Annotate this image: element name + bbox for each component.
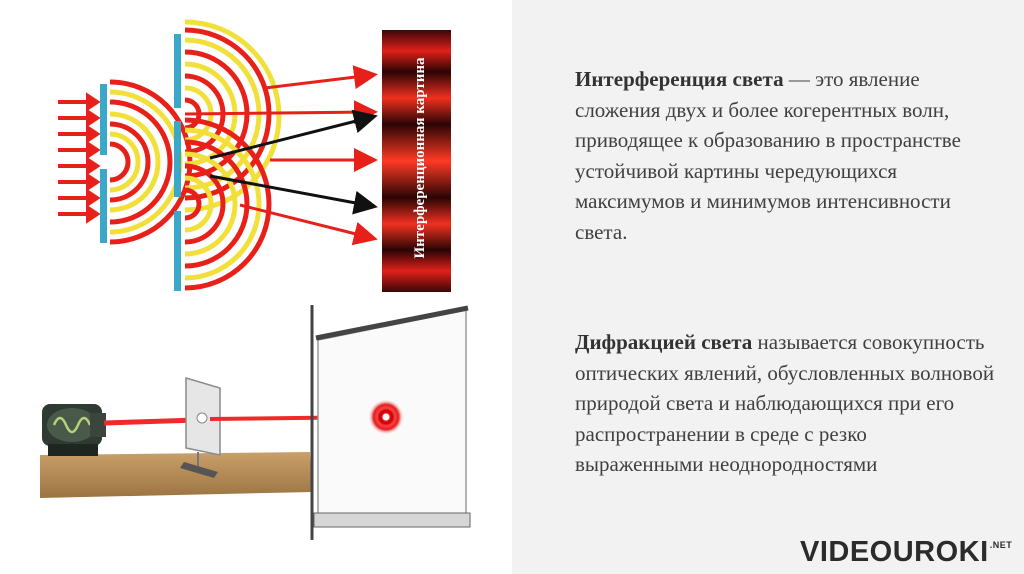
interference-screen-label: Интерференционная картина [412,57,428,259]
incoming-light-arrows [58,92,101,224]
logo-main: VIDEOUROKI [800,536,989,568]
text-panel [512,0,1024,574]
diffraction-figure [40,305,471,540]
interference-definition: Интерференция света — это явление сложен… [575,64,995,247]
diffraction-definition: Дифракцией света называется совокупность… [575,327,995,480]
projection-screen [310,305,471,540]
double-slit-barrier [174,34,181,291]
interference-screen: Интерференционная картина [382,30,451,292]
ray-arrows [184,65,378,246]
aperture-plate [180,376,221,478]
waves-slit-bottom [184,117,272,291]
first-barrier [100,84,107,243]
videouroki-logo: VIDEOUROKI.NET [800,536,1012,569]
laser [42,404,106,456]
interference-term: Интерференция света [575,67,784,91]
laser-beam-1 [103,417,199,426]
interference-text: — это явление сложения двух и более коге… [575,67,961,244]
diffraction-term: Дифракцией света [575,330,753,354]
table-surface [40,452,312,498]
logo-suffix: .NET [989,540,1013,550]
diffraction-text: называется совокупность оптических явлен… [575,330,995,476]
interference-figure: Интерференционная картина [58,19,451,292]
